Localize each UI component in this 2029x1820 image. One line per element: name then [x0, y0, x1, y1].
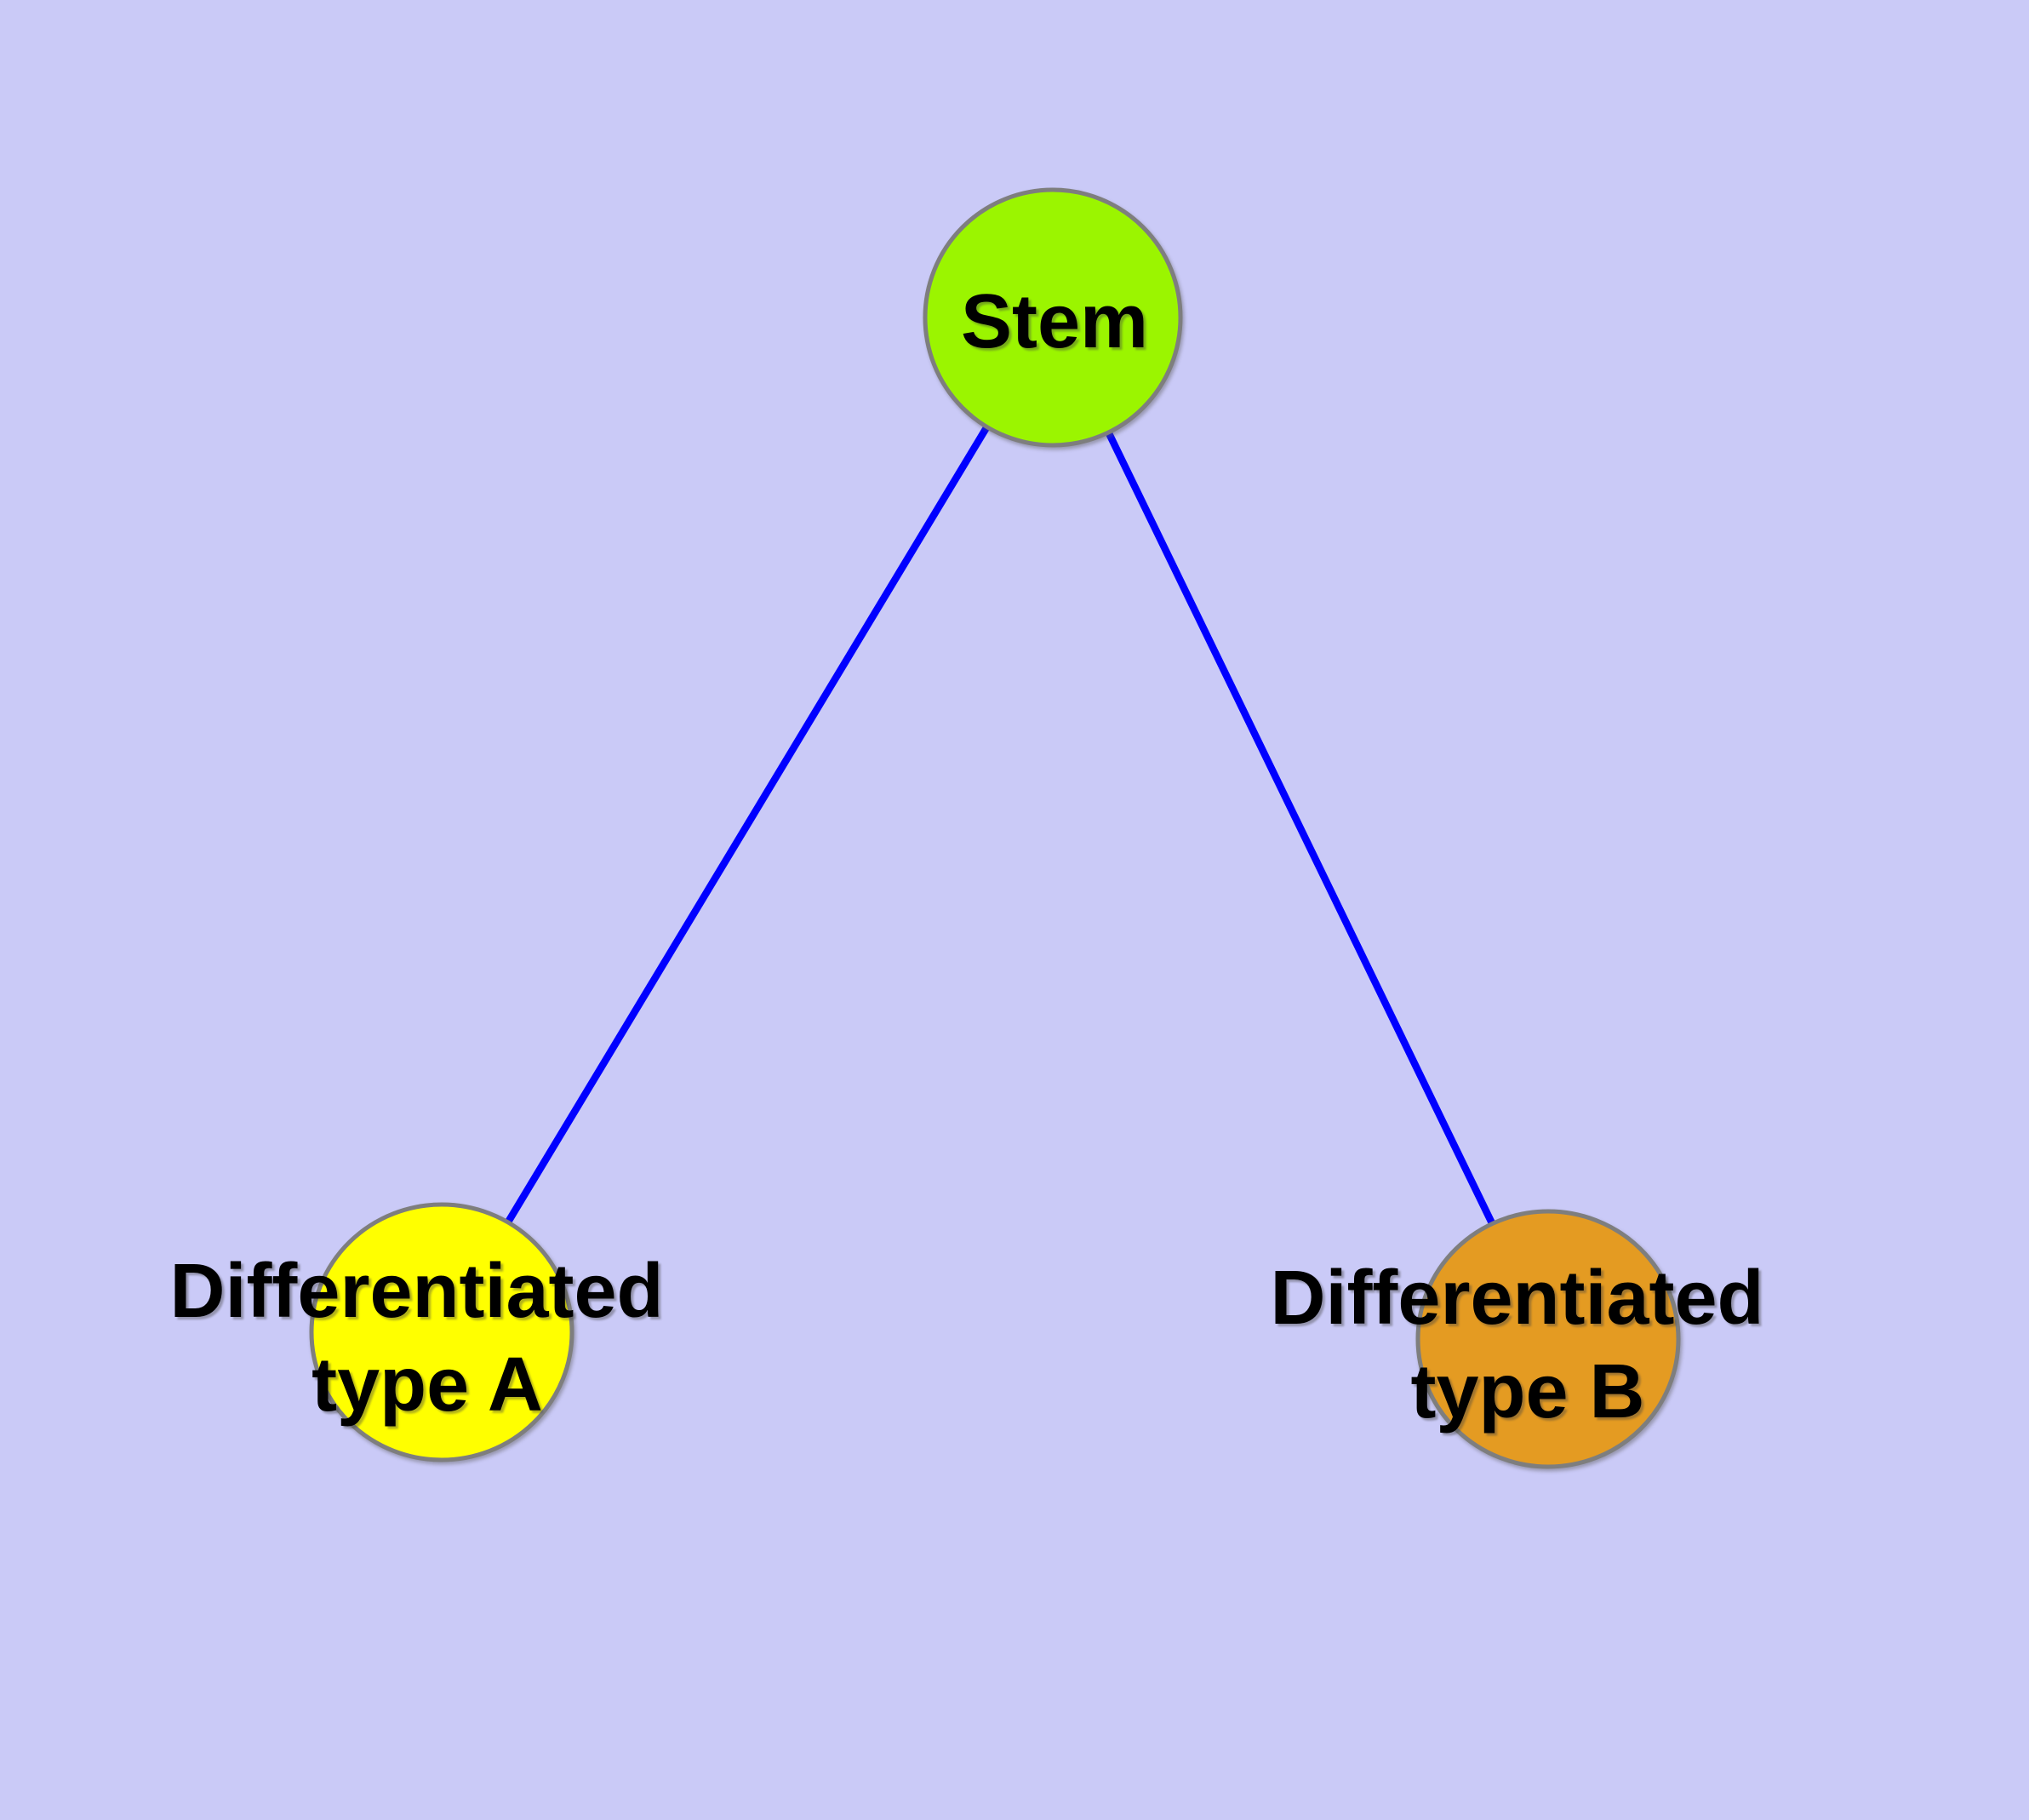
edges	[438, 315, 1552, 1341]
node-labels: Stem Differentiated type A Differentiate…	[169, 279, 1785, 1434]
nodes	[309, 187, 1681, 1469]
stem-node-label: Stem	[961, 279, 1148, 364]
edge-stem-to-type-b	[1049, 316, 1552, 1341]
type-a-node	[309, 1202, 574, 1462]
edge-stem-to-type-a	[438, 315, 1056, 1335]
type-b-label-line-2: type B	[1410, 1349, 1644, 1434]
stem-node	[923, 187, 1183, 448]
type-b-node	[1415, 1209, 1681, 1469]
type-a-label-line-1: Differentiated	[169, 1249, 663, 1334]
type-b-node-label: Differentiated type B	[1270, 1256, 1785, 1434]
type-a-label-line-2: type A	[311, 1342, 543, 1428]
type-b-label-line-1: Differentiated	[1270, 1256, 1763, 1341]
type-a-node-label: Differentiated type A	[169, 1249, 684, 1428]
